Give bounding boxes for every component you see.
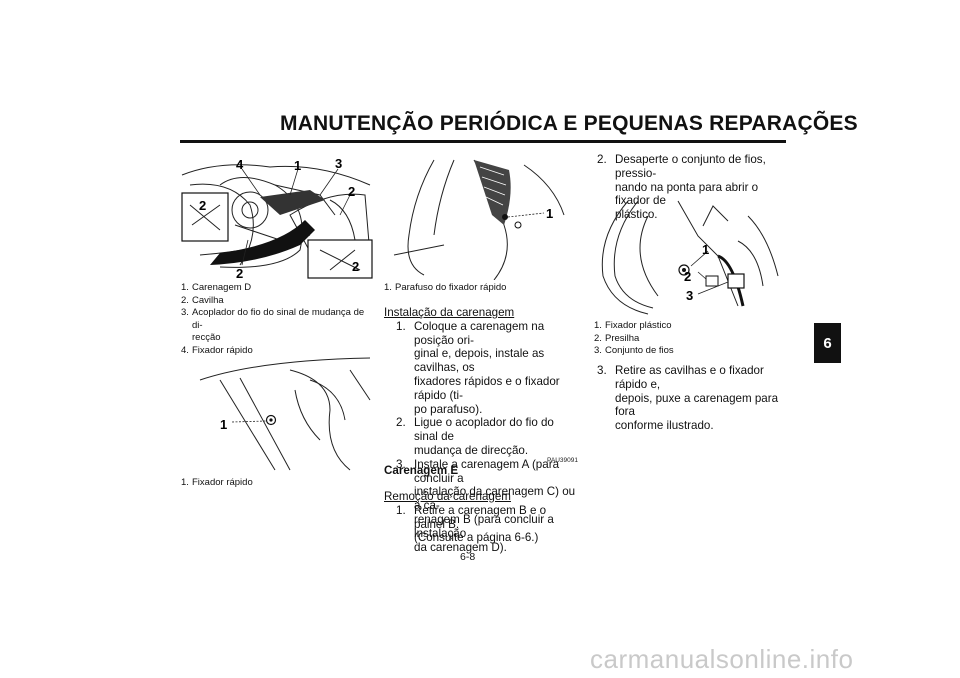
removal-step-1: 1. Retire a carenagem B e o painel B. (C… [396, 503, 547, 545]
watermark: carmanualsonline.info [590, 644, 854, 674]
removal-step-3: 3. Retire as cavilhas e o fixador rápido… [597, 364, 779, 433]
install-section: Instalação da carenagem 1. Coloque a car… [384, 306, 580, 554]
fig2-callout-1: 1 [220, 417, 227, 432]
caption-figure-2: 1.Fixador rápido [181, 477, 253, 488]
fig1-callout-3: 3 [335, 156, 342, 171]
page-number: 6-8 [460, 551, 476, 563]
section-title-carenagem-e: Carenagem E [384, 464, 459, 477]
fig1-callout-2c: 2 [352, 259, 359, 274]
fig3-callout-1: 1 [546, 206, 553, 221]
figure-wire-harness: 1 2 3 [601, 200, 779, 315]
fig4-callout-1: 1 [702, 242, 709, 257]
removal-heading: Remoção da carenagem [384, 490, 511, 503]
page-title: MANUTENÇÃO PERIÓDICA E PEQUENAS REPARAÇÕ… [280, 112, 858, 135]
chapter-tab: 6 [814, 323, 841, 363]
caption-figure-4: 1.Fixador plástico 2.Presilha 3.Conjunto… [594, 320, 674, 356]
fig1-callout-4: 4 [236, 157, 244, 172]
removal-section: Remoção da carenagem 1. Retire a carenag… [384, 490, 580, 545]
install-heading: Instalação da carenagem [384, 306, 515, 319]
caption-figure-3: 1.Parafuso do fixador rápido [384, 282, 507, 293]
caption-figure-1: 1.Carenagem D 2.Cavilha 3.Acoplador do f… [181, 282, 365, 356]
figure-quick-fastener: 1 [199, 357, 371, 471]
header-rule [180, 140, 786, 143]
figure-fastener-screw: 1 [393, 159, 565, 280]
fig1-callout-1: 1 [294, 158, 301, 173]
install-step-1: 1. Coloque a carenagem na posição ori- g… [396, 319, 560, 416]
fig1-callout-2d: 2 [236, 266, 243, 280]
fig1-callout-2a: 2 [348, 184, 355, 199]
fig1-callout-2b: 2 [199, 198, 206, 213]
section-code: PAU39091 [547, 457, 578, 464]
install-step-2: 2. Ligue o acoplador do fio do sinal de … [396, 416, 554, 457]
fig4-callout-2: 2 [684, 269, 691, 284]
figure-fairing-d: 4 1 3 2 2 2 2 [181, 156, 373, 280]
removal-step-2: 2. Desaperte o conjunto de fios, pressio… [597, 153, 766, 222]
install-step-3: 3. Instale a carenagem A (para concluir … [396, 457, 576, 554]
fig4-callout-3: 3 [686, 288, 693, 303]
